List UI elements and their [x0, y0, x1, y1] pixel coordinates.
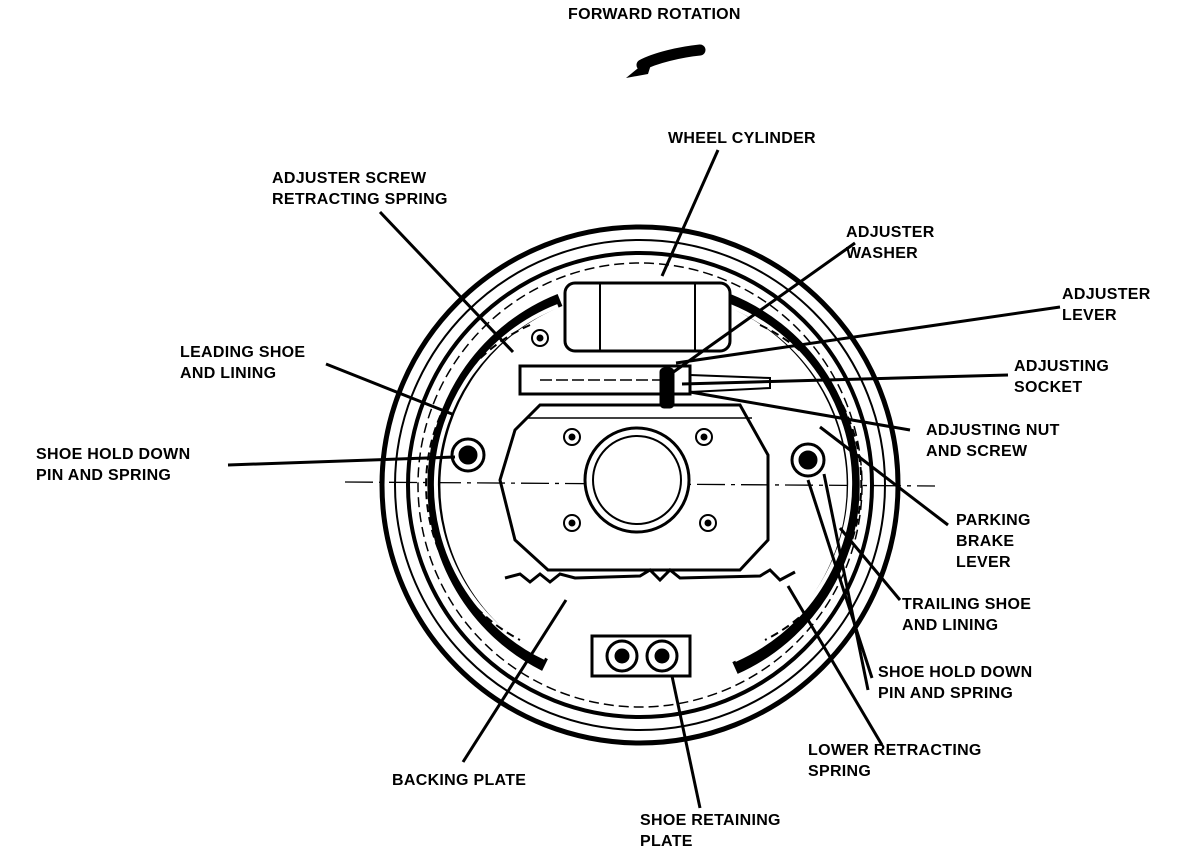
label-backing-plate: BACKING PLATE — [392, 772, 527, 789]
label-wheel-cylinder: WHEEL CYLINDER — [668, 130, 816, 147]
forward-rotation-arrow-icon — [626, 44, 706, 78]
label-adjuster-washer: ADJUSTER WASHER — [846, 224, 935, 262]
label-lower-retracting-spring: LOWER RETRACTING SPRING — [808, 742, 982, 780]
shoe-retaining-plate — [590, 634, 692, 678]
hold-down-pins — [450, 437, 826, 478]
leader-lines — [227, 149, 1061, 809]
label-adjuster-screw-retracting-spring: ADJUSTER SCREW RETRACTING SPRING — [272, 170, 448, 208]
label-parking-brake-lever: PARKING BRAKE LEVER — [956, 512, 1031, 571]
brake-drum — [379, 224, 901, 746]
label-leading-shoe: LEADING SHOE AND LINING — [180, 344, 306, 382]
backing-plate-body — [498, 403, 770, 572]
label-shoe-retaining-plate: SHOE RETAINING PLATE — [640, 812, 781, 850]
label-shoe-hold-down-left: SHOE HOLD DOWN PIN AND SPRING — [36, 446, 191, 484]
forward-rotation-label: FORWARD ROTATION — [568, 6, 741, 23]
wheel-cylinder — [563, 281, 732, 353]
center-line — [344, 481, 936, 487]
hub — [583, 426, 691, 534]
brake-shoes — [425, 293, 863, 674]
mounting-bolts — [531, 329, 717, 532]
lower-retracting-spring — [504, 567, 796, 584]
label-shoe-hold-down-right: SHOE HOLD DOWN PIN AND SPRING — [878, 664, 1033, 702]
adjuster-screw — [518, 364, 771, 409]
label-adjusting-nut-and-screw: ADJUSTING NUT AND SCREW — [926, 422, 1060, 460]
label-adjusting-socket: ADJUSTING SOCKET — [1014, 358, 1110, 396]
label-trailing-shoe: TRAILING SHOE AND LINING — [902, 596, 1032, 634]
label-adjuster-lever: ADJUSTER LEVER — [1062, 286, 1151, 324]
